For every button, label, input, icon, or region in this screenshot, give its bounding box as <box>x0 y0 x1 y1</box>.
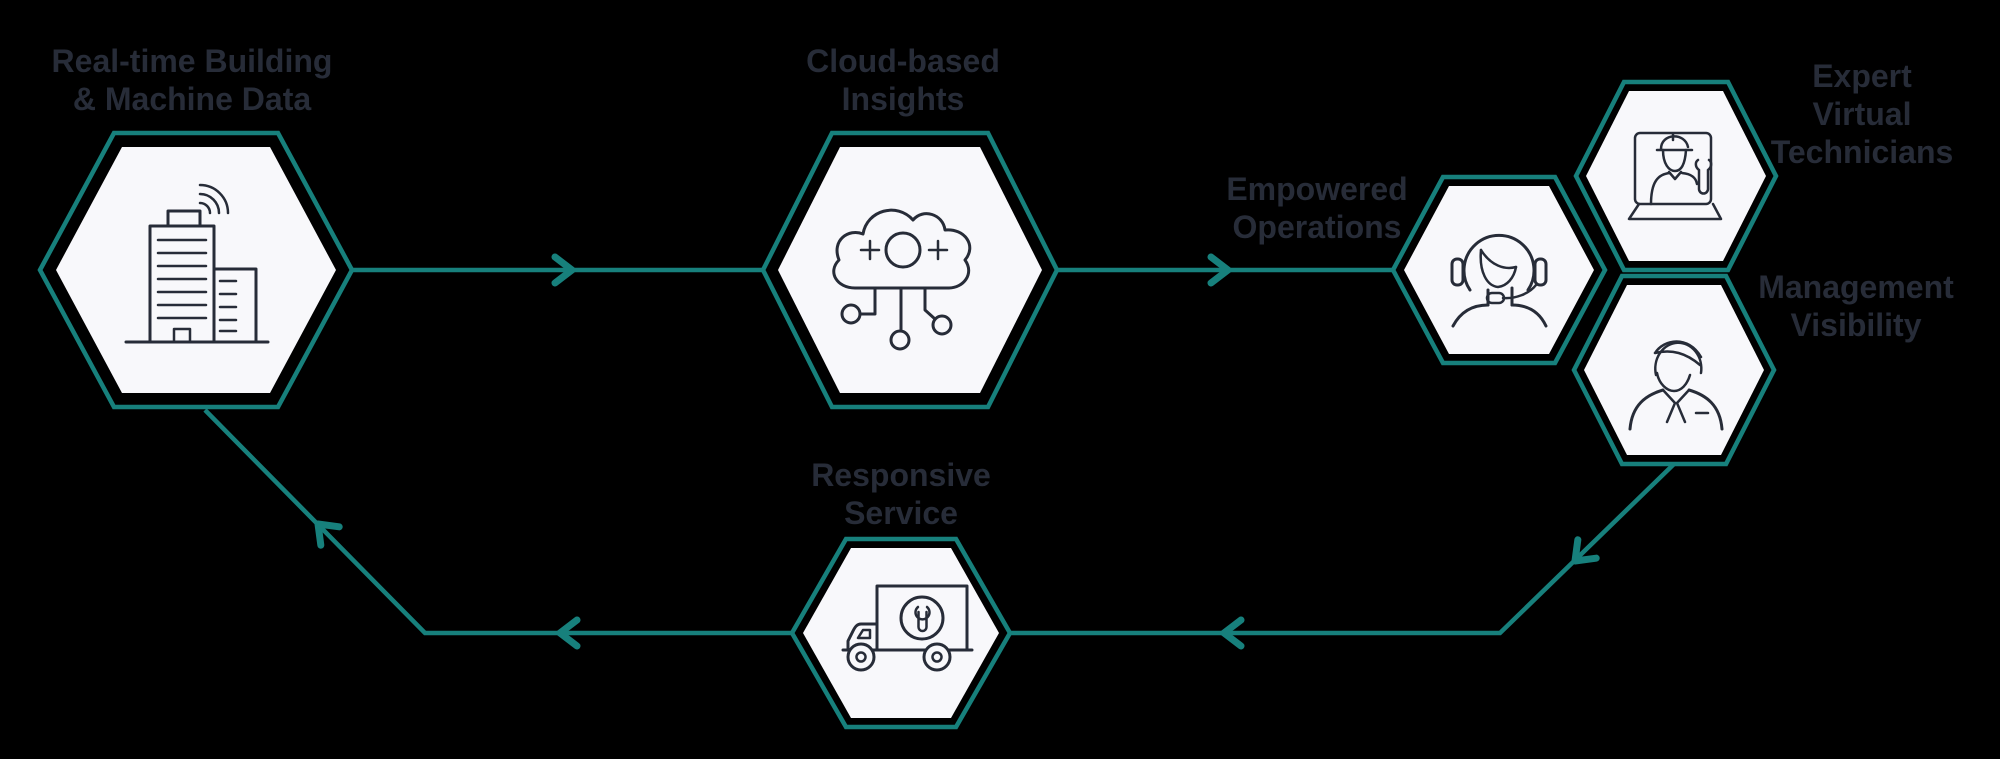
cloud-network-icon <box>832 208 972 351</box>
hexagon-border <box>1571 273 1777 467</box>
hexagon-management-visibility <box>1571 273 1777 467</box>
label-expert-technicians: Expert Virtual Technicians <box>1770 58 1954 170</box>
flow-arrows <box>203 253 1676 650</box>
hexagon-border <box>760 130 1060 410</box>
hexagon-fill <box>1404 186 1594 354</box>
hexagon-border <box>789 536 1013 730</box>
hexagon-building-data <box>37 130 355 410</box>
building-wifi-icon <box>124 183 270 344</box>
label-cloud-insights: Cloud-based Insights <box>806 43 1000 117</box>
label-management-visibility: Management Visibility <box>1758 269 1954 343</box>
arrow-service-to-building <box>203 408 792 636</box>
arrow-management-to-service <box>1010 462 1676 636</box>
hexagon-fill <box>56 147 336 393</box>
arrowhead-right-icon <box>551 253 576 287</box>
hexagon-fill <box>1584 285 1764 455</box>
headset-agent-icon <box>1450 233 1548 328</box>
hexagon-expert-technicians <box>1573 79 1779 273</box>
label-empowered-operations: Empowered Operations <box>1226 171 1408 245</box>
arrowhead-upleft-icon <box>314 520 343 549</box>
hexagon-border <box>37 130 355 410</box>
label-responsive-service: Responsive Service <box>811 457 991 531</box>
hexagon-fill <box>803 548 999 718</box>
hexagon-empowered-operations <box>1390 174 1608 366</box>
label-building-data: Real-time Building & Machine Data <box>51 43 333 117</box>
hexagon-fill <box>778 147 1042 393</box>
service-truck-icon <box>841 584 974 672</box>
hexagon-cloud-insights <box>760 130 1060 410</box>
hexagon-responsive-service <box>789 536 1013 730</box>
hexagon-border <box>1573 79 1779 273</box>
arrowhead-left-icon <box>556 616 581 650</box>
hexagon-border <box>1390 174 1608 366</box>
technician-laptop-icon <box>1627 131 1723 221</box>
arrowhead-left-icon <box>1220 616 1245 650</box>
arrowhead-right-icon <box>1207 253 1232 287</box>
business-person-icon <box>1628 340 1724 431</box>
arrowhead-downleft-icon <box>1571 536 1600 565</box>
